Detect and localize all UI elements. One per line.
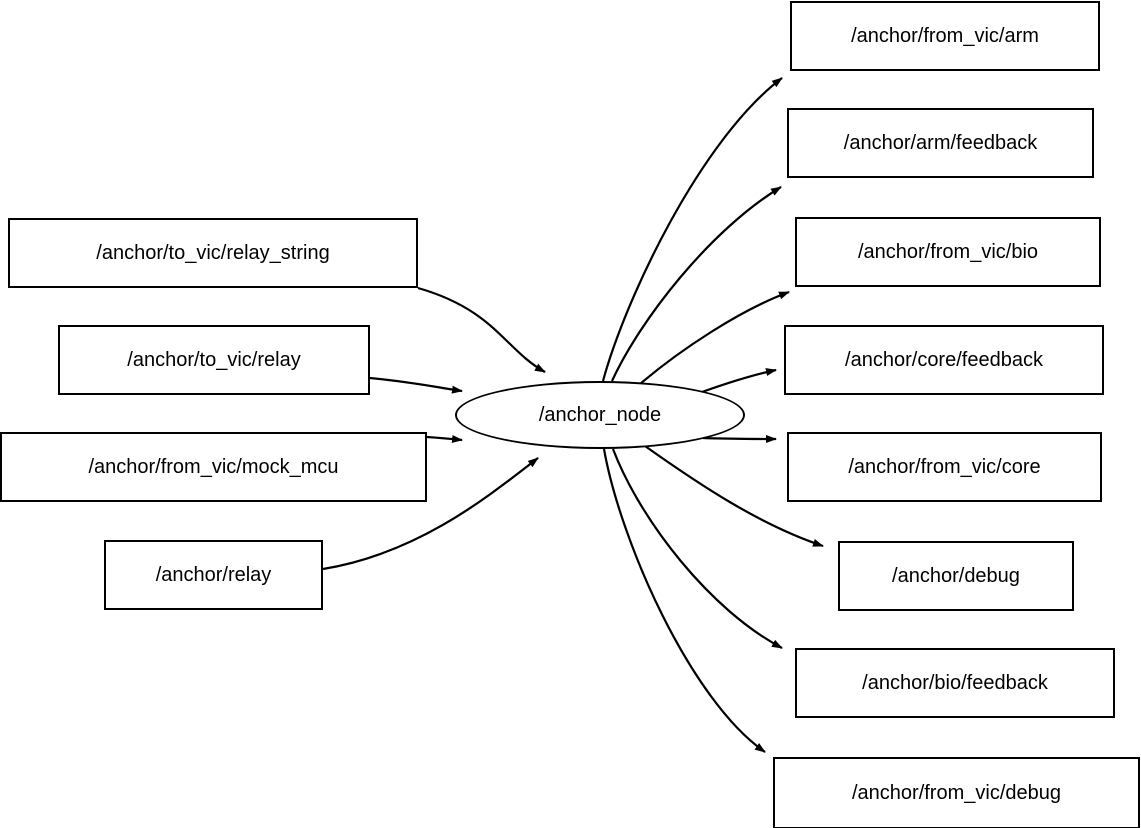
topic-node-from-vic-bio[interactable]: /anchor/from_vic/bio [795,217,1101,287]
node-label: /anchor/arm/feedback [843,132,1038,154]
node-label: /anchor/from_vic/mock_mcu [88,456,339,478]
edge-anchor-node-to-from-vic-arm [601,77,783,382]
edge-to-vic-relay-to-anchor-node [369,376,463,394]
topic-node-arm-feedback[interactable]: /anchor/arm/feedback [787,108,1094,178]
edge-anchor-node-to-from-vic-core [702,434,777,443]
edge-anchor-node-to-bio-feedback [611,448,783,649]
edge-anchor-node-to-from-vic-bio [639,290,790,385]
node-label: /anchor/bio/feedback [862,672,1048,694]
node-anchor-node-label: /anchor_node [538,404,662,426]
topic-node-from-vic-core[interactable]: /anchor/from_vic/core [787,432,1102,502]
topic-node-to-vic-relay[interactable]: /anchor/to_vic/relay [58,325,370,395]
topic-node-core-feedback[interactable]: /anchor/core/feedback [784,325,1104,395]
node-label: /anchor/debug [892,565,1020,587]
topic-node-from-vic-arm[interactable]: /anchor/from_vic/arm [790,1,1100,71]
node-label: /anchor/core/feedback [845,349,1043,371]
node-label: /anchor/relay [155,564,272,586]
topic-node-from-vic-debug[interactable]: /anchor/from_vic/debug [773,757,1140,828]
node-label: /anchor/from_vic/bio [857,241,1039,263]
edge-to-vic-relay-string-to-anchor-node [417,286,546,373]
topic-node-relay[interactable]: /anchor/relay [104,540,323,610]
edge-anchor-node-to-core-feedback [701,368,777,394]
node-label: /anchor/to_vic/relay [127,349,301,371]
edge-anchor-node-to-from-vic-debug [602,448,766,753]
node-label: /anchor/from_vic/debug [851,782,1061,804]
edge-from-vic-mock-mcu-to-anchor-node [426,435,463,443]
edge-anchor-node-to-arm-feedback [611,186,782,382]
topic-node-bio-feedback[interactable]: /anchor/bio/feedback [795,648,1115,718]
topic-node-debug[interactable]: /anchor/debug [838,541,1074,611]
topic-node-from-vic-mock-mcu[interactable]: /anchor/from_vic/mock_mcu [0,432,427,502]
node-label: /anchor/from_vic/arm [851,25,1039,47]
topic-node-to-vic-relay-string[interactable]: /anchor/to_vic/relay_string [8,218,418,288]
node-label: /anchor/to_vic/relay_string [96,242,330,264]
node-anchor-node[interactable]: /anchor_node [455,381,745,449]
node-label: /anchor/from_vic/core [848,456,1041,478]
